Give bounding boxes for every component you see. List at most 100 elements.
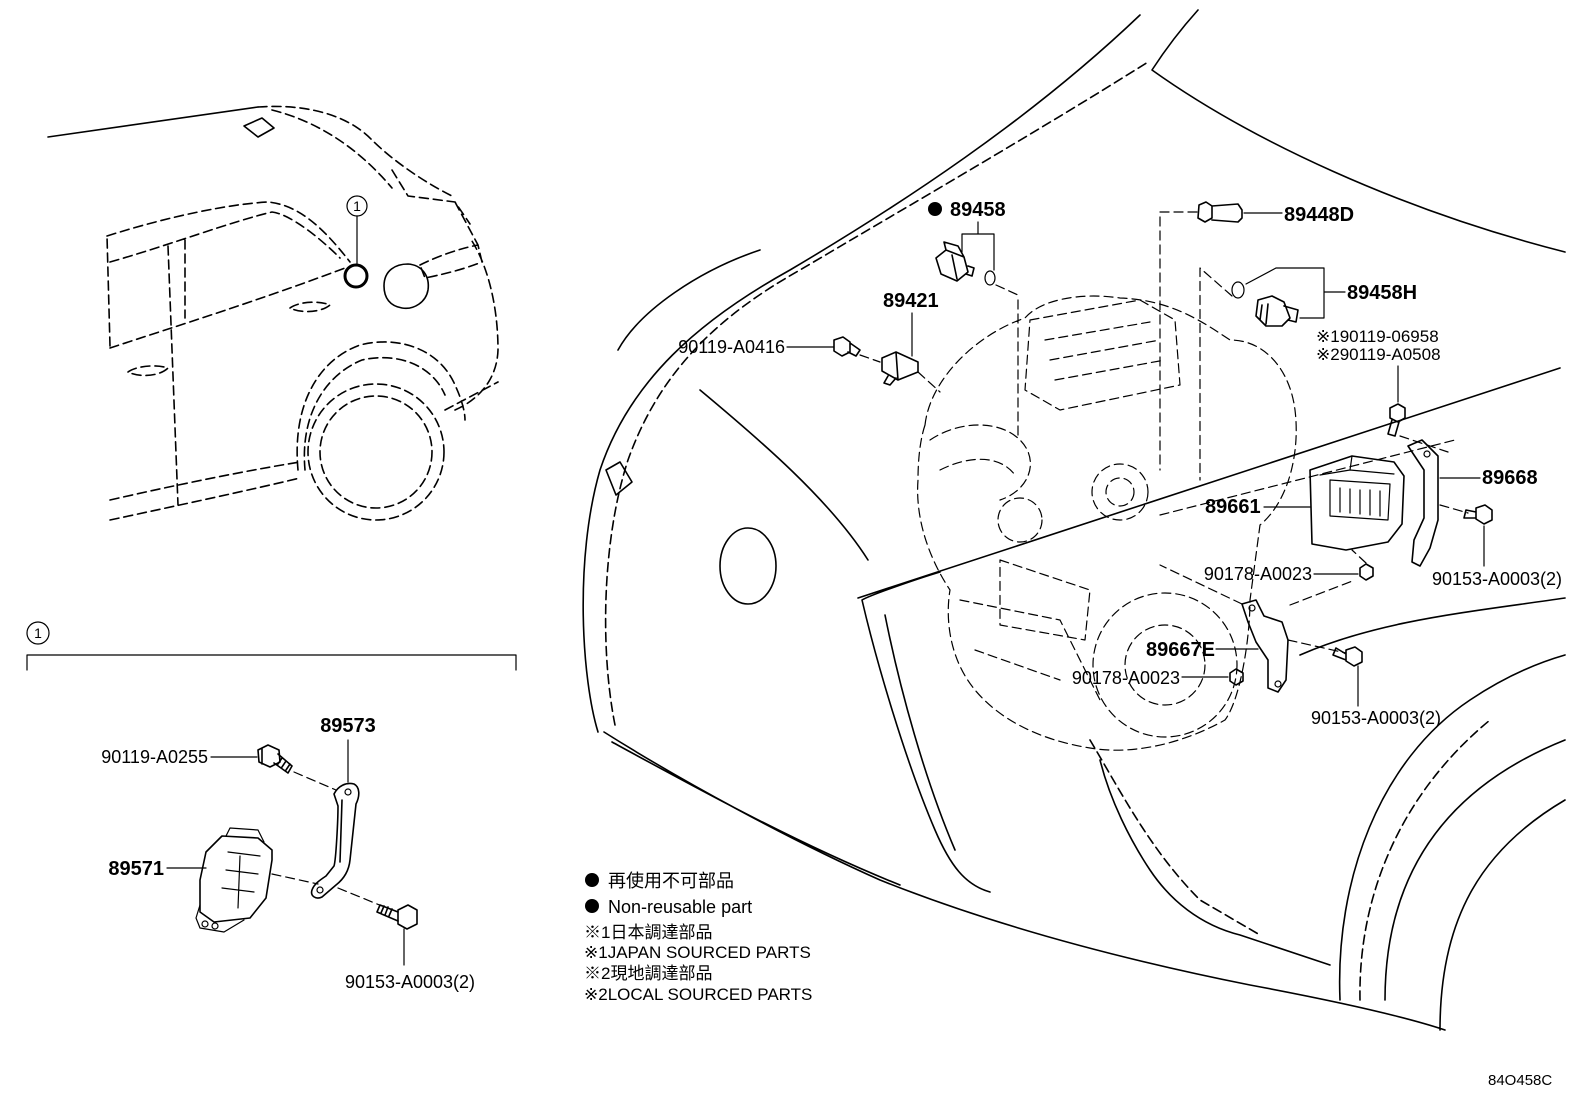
connector-pin [211,922,219,930]
part-number-89458h: 89458H [1347,282,1417,304]
part-number-89448d: 89448D [1284,204,1354,226]
sensor-89458h: 89458H [1199,267,1417,481]
vehicle-front-view [582,9,1566,1031]
part-number-90178-a0023: 90178-A0023 [1072,668,1180,688]
part-number-89573: 89573 [320,715,376,737]
assembly-dashed-line [859,354,881,363]
body-phantom-lines [106,105,499,521]
bolt-90119-a0255: 90119-A0255 [101,744,337,791]
legend-item: ※1日本調達部品 [584,923,712,942]
bracket-89573: 89573 [310,715,376,899]
ref-circle [346,195,368,217]
bolt-body [1463,504,1493,525]
detail-group: 1 90119-A0255 89573 89571 [26,621,517,992]
part-number-90119-a0416: 90119-A0416 [678,337,785,357]
screw-head [397,904,418,930]
nut-90178-a0023-upper: 90178-A0023 [1204,549,1374,606]
part-number-89668: 89668 [1482,467,1538,489]
bracket-outline [1407,439,1439,567]
crank-pulley [1091,463,1149,521]
diagram-code: 84O458C [1488,1072,1552,1089]
nut-body [1229,668,1244,686]
assembly-dashed-line [1399,435,1449,453]
unit-body [199,835,273,923]
rear-wheel-inner [319,395,433,509]
o-ring [1231,281,1245,299]
legend-item: 再使用不可部品 [608,871,734,891]
nut-body [1359,563,1374,581]
connector-pin [201,920,209,928]
assembly-dashed-line [1159,564,1347,654]
o-ring [984,270,996,286]
ecu-details [1319,455,1395,521]
part-number-89571: 89571 [108,858,164,880]
unit-89571: 89571 [108,827,383,933]
bracket-hole [1248,604,1256,612]
part-number-89458: 89458 [950,199,1006,221]
crank-pulley-hub [1105,477,1135,507]
alternator [997,497,1043,543]
sensor-89421: 89421 [881,290,941,393]
bracket-89668: 89668 [1407,439,1538,567]
transmission-housing [1092,592,1238,738]
ecu-89661: 89661 [1205,455,1405,551]
body-phantom-lines [604,61,1491,1001]
transmission-housing-inner [1124,624,1206,706]
assembly-dashed-line [1199,267,1233,481]
non-reusable-marker-icon [585,873,599,887]
screw-90153-a0003-left: 90153-A0003(2) [345,904,475,992]
bracket-outline [310,782,360,899]
assembly-dashed-line [917,371,941,393]
sourcing-note-2: ※290119-A0508 [1316,345,1441,364]
legend-item: ※2現地調達部品 [584,964,712,983]
bolt-90153-a0003-lower: 90153-A0003(2) [1311,646,1441,728]
assembly-dashed-line [1159,211,1198,471]
non-reusable-marker-icon [928,202,942,216]
assembly-dashed-line [1439,504,1469,514]
part-number-89667e: 89667E [1146,639,1215,661]
legend-item: ※2LOCAL SOURCED PARTS [584,985,812,1004]
bolt-90153-a0003-upper: 90153-A0003(2) [1432,504,1562,589]
bolt-90119-a0416: 90119-A0416 [678,336,881,363]
part-number-90153-a0003: 90153-A0003(2) [1311,708,1441,728]
legend: 再使用不可部品 Non-reusable part ※1日本調達部品 ※1JAP… [584,871,812,1004]
bracket-hole [344,788,352,796]
sensor-body [935,241,975,282]
assembly-dashed-line [995,284,1019,296]
roof-line [47,106,259,138]
bracket-89667e: 89667E [1146,564,1347,693]
callout-bracket [1245,267,1346,319]
screw-shank [376,904,399,922]
non-reusable-marker-icon [585,899,599,913]
legend-item: ※1JAPAN SOURCED PARTS [584,943,811,962]
bolt-body [833,336,861,357]
ecu-body [1309,455,1405,551]
engine-block [917,295,1456,751]
part-number-90153-a0003: 90153-A0003(2) [1432,569,1562,589]
assembly-dashed-line [293,771,337,791]
bracket-hole [1423,450,1431,458]
body-outline [582,9,1566,1031]
vehicle-rear-view: 1 [47,105,499,521]
part-number-90178-a0023: 90178-A0023 [1204,564,1312,584]
part-number-90119-a0255: 90119-A0255 [101,747,208,767]
callout-bracket [961,221,995,271]
sourced-bolt: ※190119-06958 ※290119-A0508 [1316,327,1449,453]
bracket-outline [1241,599,1289,693]
bolt-head [257,744,281,768]
sensor-body [1255,295,1299,327]
part-number-89661: 89661 [1205,496,1261,518]
sensor-89458: 89458 [928,199,1019,296]
ref-circle [26,621,50,645]
sensor-body [881,351,919,386]
sourcing-note-1: ※190119-06958 [1316,327,1439,346]
engine-outline [917,295,1456,751]
bolt-body [1387,403,1406,437]
nut-90178-a0023-lower: 90178-A0023 [1072,668,1244,688]
sensor-body [1197,201,1243,223]
assembly-dashed-line [271,873,383,907]
group-bracket-line [26,654,517,671]
rear-wheel-outer [307,383,445,521]
location-highlight-circle [343,263,369,289]
